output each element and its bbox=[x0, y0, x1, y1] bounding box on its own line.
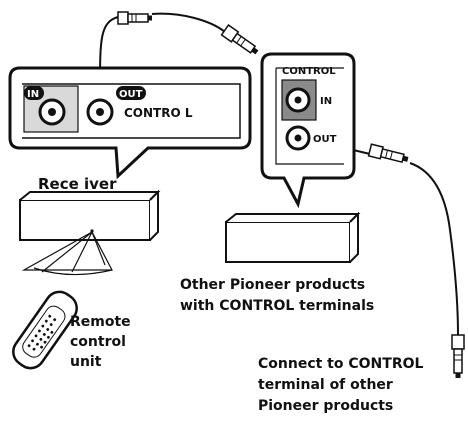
mini-plug-icon bbox=[451, 334, 465, 378]
out-badge bbox=[116, 86, 146, 100]
remote-label-line1: Remote bbox=[70, 314, 131, 330]
connect-label-line1: Connect to CONTROL bbox=[258, 356, 423, 372]
in-badge bbox=[24, 86, 44, 100]
receiver-control-label: CONTRO L bbox=[124, 106, 193, 120]
product-in-label: IN bbox=[320, 96, 332, 107]
product-out-label: OUT bbox=[313, 134, 337, 145]
connect-label-line3: Pioneer products bbox=[258, 398, 393, 414]
receiver-control-panel bbox=[8, 66, 252, 180]
mini-plug-icon bbox=[220, 24, 259, 55]
remote-label-line3: unit bbox=[70, 354, 102, 370]
other-product-control-panel bbox=[260, 52, 356, 209]
other-products-label-line2: with CONTROL terminals bbox=[180, 298, 374, 314]
connect-label-line2: terminal of other bbox=[258, 377, 393, 393]
remote-control-icon bbox=[12, 290, 78, 370]
product-control-label: CONTROL bbox=[282, 66, 336, 77]
receiver-label: Rece iver bbox=[38, 175, 117, 193]
receiver-out-label: OUT bbox=[119, 89, 143, 100]
mini-plug-icon bbox=[367, 143, 409, 164]
other-product-unit bbox=[225, 211, 361, 263]
mini-plug-icon bbox=[117, 11, 152, 25]
remote-signal-beam bbox=[21, 231, 113, 276]
remote-label-line2: control bbox=[70, 334, 126, 350]
other-products-label-line1: Other Pioneer products bbox=[180, 277, 365, 293]
receiver-unit bbox=[19, 189, 161, 241]
receiver-in-label: IN bbox=[27, 89, 39, 100]
